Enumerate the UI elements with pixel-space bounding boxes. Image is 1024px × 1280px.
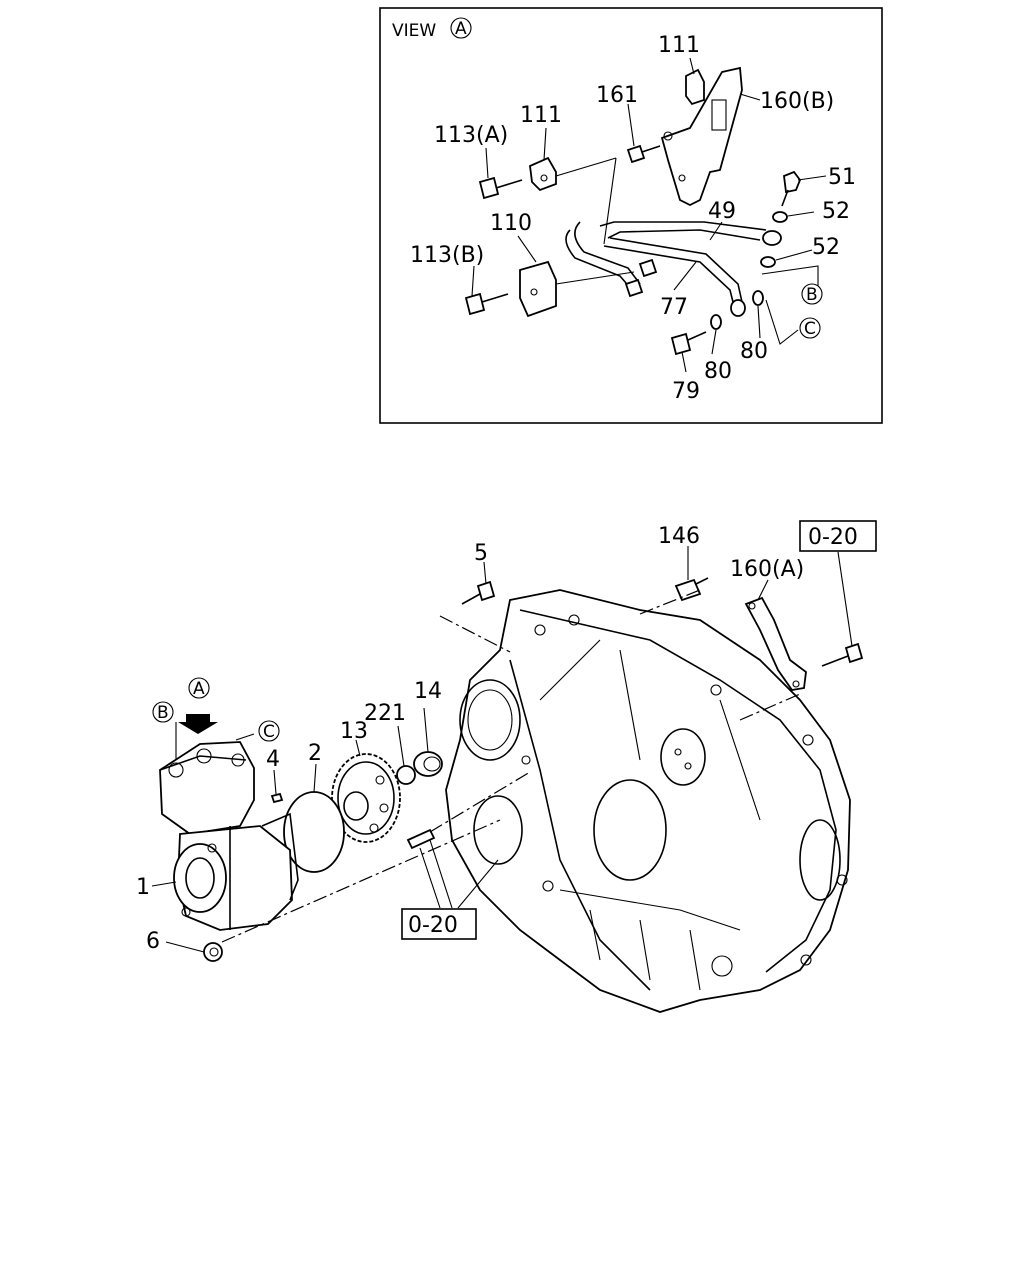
- label-52-upper: 52: [822, 199, 850, 224]
- clip-111-lower: [529, 156, 557, 192]
- washer-52-upper: [772, 211, 788, 223]
- label-160a: 160(A): [730, 557, 804, 582]
- marker-c-view: C: [799, 317, 821, 339]
- label-77: 77: [660, 295, 688, 320]
- label-111-lower: 111: [520, 103, 562, 128]
- label-80-left: 80: [704, 359, 732, 384]
- label-111-upper: 111: [658, 33, 700, 58]
- svg-text:A: A: [193, 679, 205, 699]
- view-a-frame: [379, 7, 883, 424]
- ref-box-020-bottom: 0-20: [401, 908, 477, 940]
- gear-13: [331, 753, 401, 843]
- view-a-title: VIEW: [392, 21, 436, 41]
- clamp-110: [519, 260, 557, 318]
- marker-c-main: C: [258, 720, 280, 742]
- view-a-leaders: [471, 57, 827, 373]
- svg-text:0-20: 0-20: [408, 913, 458, 938]
- bolt-113a: [478, 176, 523, 200]
- clip-111-upper: [685, 68, 705, 106]
- bracket-160b: [660, 66, 743, 207]
- main-view: 5 146 160(A) 0-20 14 221 13 2 4 1 6 0-20…: [136, 520, 877, 1013]
- label-146: 146: [658, 524, 700, 549]
- bolt-housing-right: [821, 642, 864, 667]
- view-a-panel: VIEW A: [379, 7, 883, 424]
- alignment-lines: [221, 589, 801, 943]
- nut-6: [203, 942, 223, 962]
- view-a-title-marker: A: [450, 17, 472, 39]
- label-113a: 113(A): [434, 123, 508, 148]
- washer-52-lower: [760, 256, 776, 268]
- marker-a-main: A: [188, 677, 210, 699]
- label-4: 4: [266, 747, 280, 772]
- label-1: 1: [136, 875, 150, 900]
- label-51: 51: [828, 165, 856, 190]
- svg-text:A: A: [455, 19, 467, 39]
- svg-text:0-20: 0-20: [808, 525, 858, 550]
- view-arrow-icon: [178, 714, 218, 734]
- bracket-160a: [744, 596, 807, 691]
- washer-80-right: [752, 290, 764, 306]
- label-6: 6: [146, 929, 160, 954]
- dowel-pin: [406, 828, 436, 850]
- label-13: 13: [340, 719, 368, 744]
- o-ring-2: [283, 791, 345, 873]
- marker-b-view: B: [801, 283, 823, 305]
- washer-221: [396, 765, 416, 785]
- bolt-51: [781, 170, 802, 207]
- ref-box-020-top: 0-20: [799, 520, 877, 552]
- label-113b: 113(B): [410, 243, 484, 268]
- key-4: [270, 792, 284, 804]
- label-110: 110: [490, 211, 532, 236]
- marker-b-main: B: [152, 701, 174, 723]
- label-49: 49: [708, 199, 736, 224]
- nut-14: [413, 751, 443, 777]
- main-leaders: [151, 546, 853, 953]
- bolt-5: [461, 580, 496, 605]
- label-221: 221: [364, 701, 406, 726]
- label-52-lower: 52: [812, 235, 840, 260]
- svg-text:C: C: [804, 319, 816, 339]
- label-80-right: 80: [740, 339, 768, 364]
- washer-80-left: [710, 314, 722, 330]
- label-79: 79: [672, 379, 700, 404]
- bolt-113b: [464, 292, 509, 316]
- bolt-161: [626, 144, 661, 164]
- svg-text:B: B: [806, 285, 818, 305]
- air-compressor-1: [159, 741, 299, 931]
- label-160b: 160(B): [760, 89, 834, 114]
- svg-text:B: B: [157, 703, 169, 723]
- label-5: 5: [474, 541, 488, 566]
- label-14: 14: [414, 679, 442, 704]
- label-2: 2: [308, 741, 322, 766]
- bolt-146: [674, 577, 709, 602]
- label-161: 161: [596, 83, 638, 108]
- flywheel-housing: [445, 589, 851, 1013]
- svg-text:C: C: [263, 722, 275, 742]
- bolt-79: [670, 331, 707, 356]
